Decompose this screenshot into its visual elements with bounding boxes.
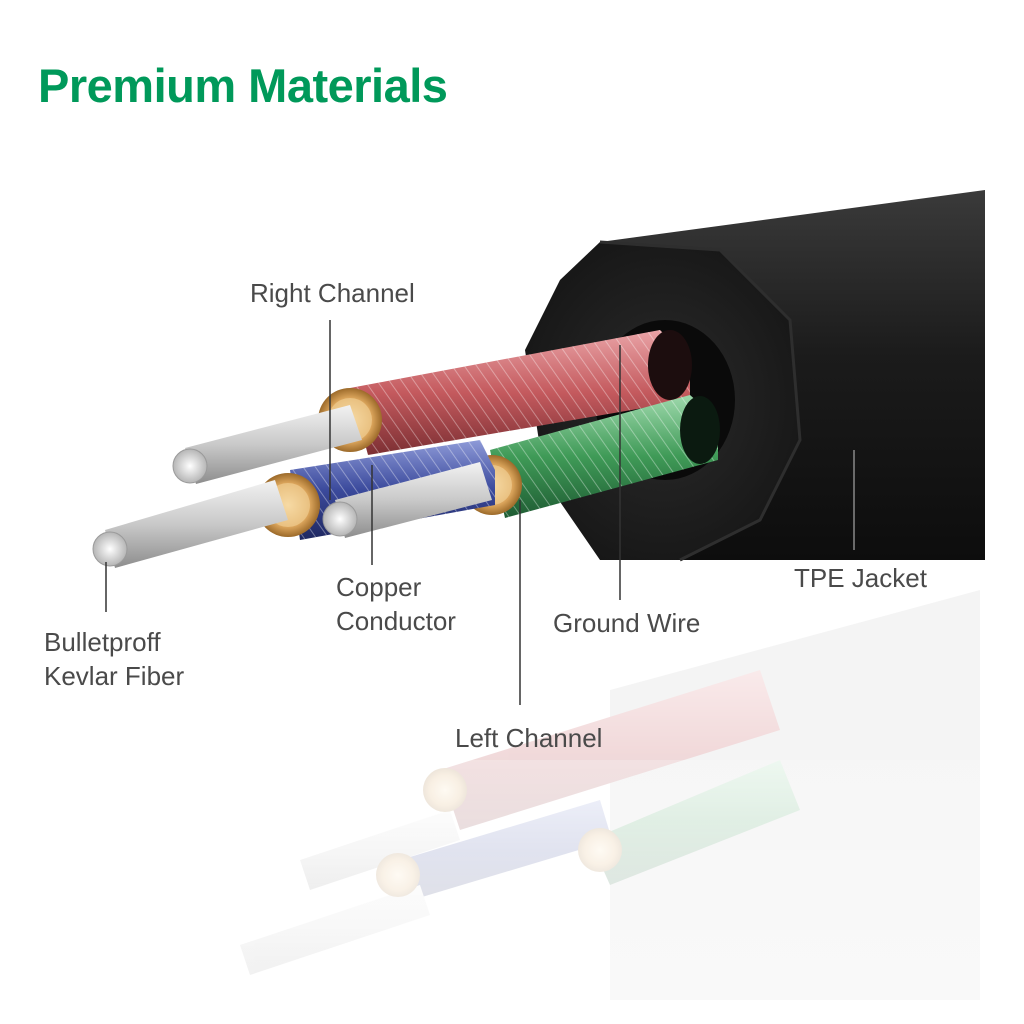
label-right-channel: Right Channel <box>250 278 415 308</box>
label-copper-conductor: Copper Conductor <box>336 572 456 636</box>
label-left-channel: Left Channel <box>455 723 603 753</box>
page-title: Premium Materials <box>38 59 448 112</box>
label-ground-wire: Ground Wire <box>553 608 701 638</box>
kevlar-fiber-strands <box>92 405 492 568</box>
label-kevlar-fiber: Bulletproff Kevlar Fiber <box>44 627 185 691</box>
label-tpe-jacket: TPE Jacket <box>794 563 927 593</box>
leader-lines <box>105 320 855 705</box>
